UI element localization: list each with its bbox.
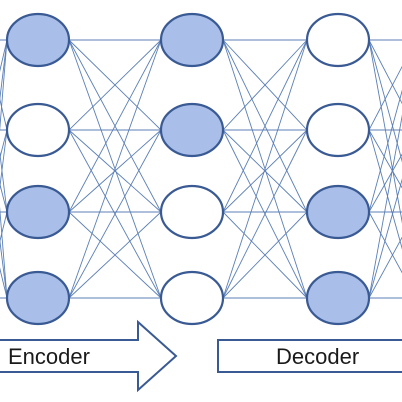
edge-in bbox=[0, 129, 8, 190]
edge bbox=[68, 129, 162, 213]
edge-out bbox=[368, 39, 402, 224]
neuron-layer3-node4 bbox=[305, 270, 371, 326]
edge-out bbox=[368, 65, 402, 131]
edge bbox=[68, 39, 162, 131]
neuron-layer2-node4 bbox=[159, 270, 225, 326]
neuron-layer2-node1 bbox=[159, 12, 225, 68]
edge-in bbox=[0, 238, 8, 299]
neuron-layer1-node1 bbox=[5, 12, 71, 68]
edge-in bbox=[0, 98, 8, 131]
edge-out bbox=[368, 178, 402, 299]
neuron-layer3-node2 bbox=[305, 102, 371, 158]
neuron-layer1-node3 bbox=[5, 184, 71, 240]
encoder-arrow: Encoder bbox=[0, 319, 178, 393]
edge-in bbox=[0, 39, 8, 72]
decoder-box: Decoder bbox=[217, 339, 402, 373]
decoder-box-shape bbox=[217, 339, 402, 373]
encoder-label: Encoder bbox=[8, 344, 90, 369]
connections bbox=[0, 39, 402, 299]
neuron-layer3-node3 bbox=[305, 184, 371, 240]
edge-out bbox=[368, 114, 402, 299]
neuron-layer1-node2 bbox=[5, 102, 71, 158]
edge-out bbox=[368, 89, 402, 213]
edge bbox=[68, 39, 162, 213]
edge-in bbox=[0, 39, 8, 132]
edge bbox=[222, 211, 308, 299]
edge-out bbox=[368, 39, 402, 105]
edge-in bbox=[0, 206, 8, 299]
edge-in bbox=[0, 182, 8, 213]
edge bbox=[68, 211, 162, 299]
edge bbox=[222, 39, 308, 131]
edge bbox=[68, 129, 162, 299]
edge bbox=[68, 39, 162, 299]
edge bbox=[222, 39, 308, 299]
edge-in bbox=[0, 211, 8, 243]
edge-in bbox=[0, 267, 8, 299]
edge-out bbox=[368, 211, 402, 274]
edge bbox=[222, 129, 308, 213]
neuron-layer3-node1 bbox=[305, 12, 371, 68]
decoder-label: Decoder bbox=[276, 344, 359, 369]
edge bbox=[222, 129, 308, 299]
edge-in bbox=[0, 39, 8, 102]
edge-in bbox=[0, 129, 8, 160]
neurons bbox=[5, 12, 371, 326]
neuron-layer1-node4 bbox=[5, 270, 71, 326]
edge-out bbox=[368, 236, 402, 299]
edge-in bbox=[0, 150, 8, 213]
neuron-layer2-node2 bbox=[159, 102, 225, 158]
neuron-layer2-node3 bbox=[159, 184, 225, 240]
encoder-arrow-shape bbox=[0, 319, 178, 393]
edge bbox=[222, 39, 308, 213]
